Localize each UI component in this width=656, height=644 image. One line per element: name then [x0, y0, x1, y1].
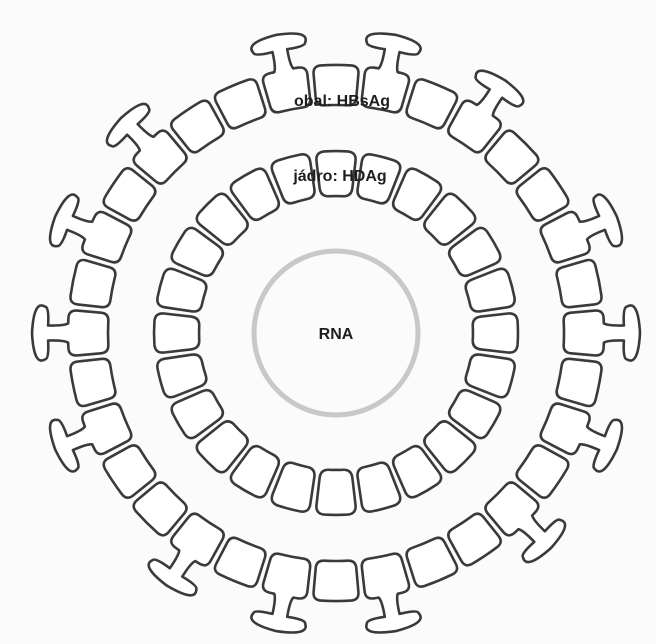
envelope-segment	[407, 79, 457, 128]
envelope-segment	[70, 260, 115, 307]
core-segment	[157, 355, 206, 398]
core-segment	[473, 313, 518, 352]
envelope-segment	[557, 359, 602, 406]
envelope-segment-with-spike	[107, 104, 187, 184]
envelope-segment	[215, 79, 265, 128]
envelope-segment	[215, 538, 265, 587]
envelope-label: obal: HBsAg	[294, 93, 390, 110]
core-segment	[157, 269, 206, 312]
core-segment	[358, 463, 401, 512]
envelope-segment	[70, 359, 115, 406]
envelope-segment	[557, 260, 602, 307]
envelope-segment-with-spike	[564, 305, 640, 360]
core-segment	[466, 355, 515, 398]
envelope-segment	[314, 561, 359, 601]
envelope-segment-with-spike	[486, 483, 566, 563]
core-segment	[154, 313, 199, 352]
core-segment	[316, 470, 355, 515]
core-label: jádro: HDAg	[292, 168, 386, 185]
core-segment	[272, 463, 315, 512]
envelope-segment	[486, 131, 539, 184]
envelope-segment-with-spike	[32, 305, 108, 360]
core-segment	[466, 269, 515, 312]
envelope-segment	[134, 483, 187, 536]
genome-label: RNA	[319, 326, 354, 343]
envelope-segment	[407, 538, 457, 587]
